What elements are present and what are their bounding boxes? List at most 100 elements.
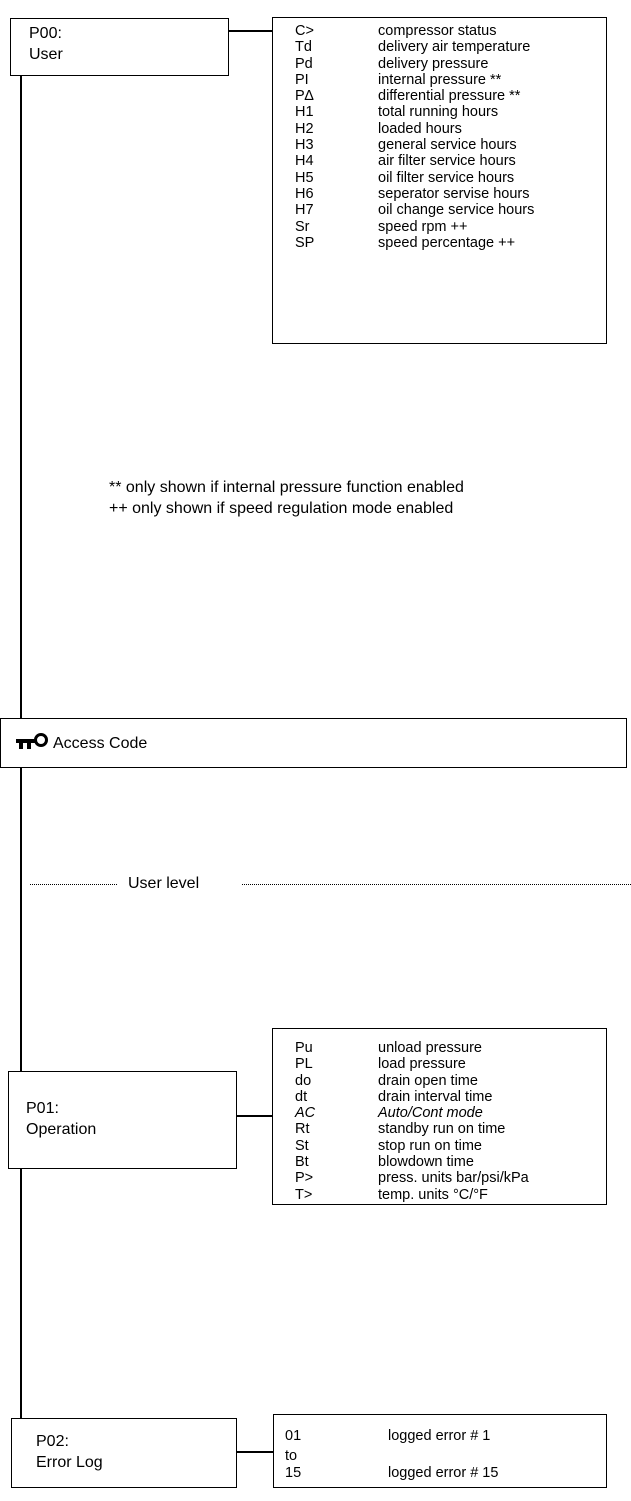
param-code: C>	[295, 23, 314, 39]
menu-title-p01-line1: P01:	[26, 1100, 59, 1117]
param-description: general service hours	[378, 137, 517, 154]
param-row[interactable]: T> temp. units °C/°F	[295, 1187, 529, 1203]
param-code: H7	[295, 202, 314, 219]
footnote-internal-pressure: ** only shown if internal pressure funct…	[109, 479, 464, 496]
param-row[interactable]: 01 logged error # 1	[285, 1428, 498, 1444]
param-code: St	[295, 1137, 309, 1154]
param-code: to	[285, 1448, 298, 1465]
param-row[interactable]: P>press. units bar/psi/kPa	[295, 1170, 529, 1186]
param-description: unload pressure	[378, 1040, 482, 1056]
param-code: H4	[295, 153, 314, 170]
param-description: differential pressure **	[378, 88, 521, 105]
param-description: logged error # 1	[388, 1428, 491, 1444]
param-row[interactable]: to	[285, 1448, 498, 1464]
menu-title-p00-line1: P00:	[29, 25, 62, 42]
param-description: internal pressure **	[378, 71, 502, 88]
param-code: PI	[295, 71, 309, 88]
param-row[interactable]: H6 seperator servise hours	[295, 186, 534, 202]
param-row[interactable]: H2 loaded hours	[295, 121, 534, 137]
param-code: AC	[295, 1105, 316, 1122]
param-row[interactable]: St stop run on time	[295, 1138, 529, 1154]
param-description: seperator servise hours	[378, 185, 530, 202]
param-code: do	[295, 1072, 312, 1089]
param-description: temp. units °C/°F	[378, 1186, 488, 1203]
param-row[interactable]: P∆ differential pressure **	[295, 88, 534, 104]
param-description: loaded hours	[378, 120, 462, 137]
param-code: 01	[285, 1428, 302, 1444]
param-row[interactable]: H7 oil change service hours	[295, 202, 534, 218]
user-level-label: User level	[128, 875, 200, 892]
param-row[interactable]: SP speed percentage ++	[295, 235, 534, 251]
param-description: press. units bar/psi/kPa	[378, 1170, 529, 1187]
param-row[interactable]: H3 general service hours	[295, 137, 534, 153]
param-row[interactable]: do drain open time	[295, 1073, 529, 1089]
param-row[interactable]: Pd delivery pressure	[295, 56, 534, 72]
param-code: Td	[295, 39, 312, 56]
param-code: H1	[295, 104, 314, 121]
param-description: oil change service hours	[378, 202, 535, 219]
menu-title-p01-line2: Operation	[26, 1121, 97, 1138]
user-level-divider-left	[30, 884, 117, 885]
param-code: dt	[295, 1088, 308, 1105]
param-description: standby run on time	[378, 1121, 506, 1138]
param-code: P∆	[295, 88, 314, 105]
param-description: speed rpm ++	[378, 218, 468, 235]
param-code: Pu	[295, 1040, 313, 1056]
param-description: compressor status	[378, 23, 497, 39]
param-code: H6	[295, 185, 314, 202]
menu-title-p02-line1: P02:	[36, 1433, 69, 1450]
user-level-divider-right	[242, 884, 631, 885]
menu-title-p00-line2: User	[29, 46, 63, 63]
param-row[interactable]: Td delivery air temperature	[295, 39, 534, 55]
param-code: H3	[295, 137, 314, 154]
param-description: stop run on time	[378, 1137, 482, 1154]
param-code: SP	[295, 234, 315, 251]
param-description: delivery air temperature	[378, 39, 531, 56]
param-code: Pd	[295, 55, 313, 72]
param-row[interactable]: Sr speed rpm ++	[295, 219, 534, 235]
menu-title-p02-line2: Error Log	[36, 1454, 103, 1471]
param-row[interactable]: dt drain interval time	[295, 1089, 529, 1105]
param-description: total running hours	[378, 104, 499, 121]
param-description: speed percentage ++	[378, 234, 516, 251]
param-code: Sr	[295, 218, 310, 235]
menu-box-p01-frame[interactable]: P01: Operation	[8, 1071, 237, 1169]
param-row[interactable]: AC Auto/Cont mode	[295, 1105, 529, 1121]
param-code: 15	[285, 1464, 302, 1481]
key-icon	[16, 733, 48, 749]
access-code-bar[interactable]: Access Code	[0, 718, 627, 768]
param-description: delivery pressure	[378, 55, 489, 72]
param-description: drain interval time	[378, 1088, 493, 1105]
param-description: oil filter service hours	[378, 169, 515, 186]
access-code-label: Access Code	[53, 735, 148, 752]
param-row[interactable]: PI internal pressure **	[295, 72, 534, 88]
param-description: blowdown time	[378, 1154, 474, 1171]
footnote-speed-regulation: ++ only shown if speed regulation mode e…	[109, 500, 454, 517]
param-code: T>	[295, 1186, 313, 1203]
menu-box-p02[interactable]: P02: Error Log	[11, 1418, 237, 1488]
param-description: drain open time	[378, 1072, 478, 1089]
connector-p01	[237, 1115, 273, 1117]
param-row[interactable]: Bt blowdown time	[295, 1154, 529, 1170]
param-row[interactable]: Pu unload pressure	[295, 1040, 529, 1056]
param-code: Rt	[295, 1121, 310, 1138]
param-row[interactable]: 15 logged error # 15	[285, 1465, 498, 1481]
connector-p02	[237, 1451, 274, 1453]
param-row[interactable]: C> compressor status	[295, 23, 534, 39]
menu-box-p00[interactable]: P00: User	[10, 18, 229, 76]
param-code: Bt	[295, 1154, 309, 1171]
param-row[interactable]: Rt standby run on time	[295, 1121, 529, 1137]
param-code: H2	[295, 120, 314, 137]
param-row[interactable]: H1 total running hours	[295, 104, 534, 120]
param-description: logged error # 15	[388, 1464, 499, 1481]
param-description: Auto/Cont mode	[378, 1105, 483, 1122]
connector-p00	[229, 30, 273, 32]
